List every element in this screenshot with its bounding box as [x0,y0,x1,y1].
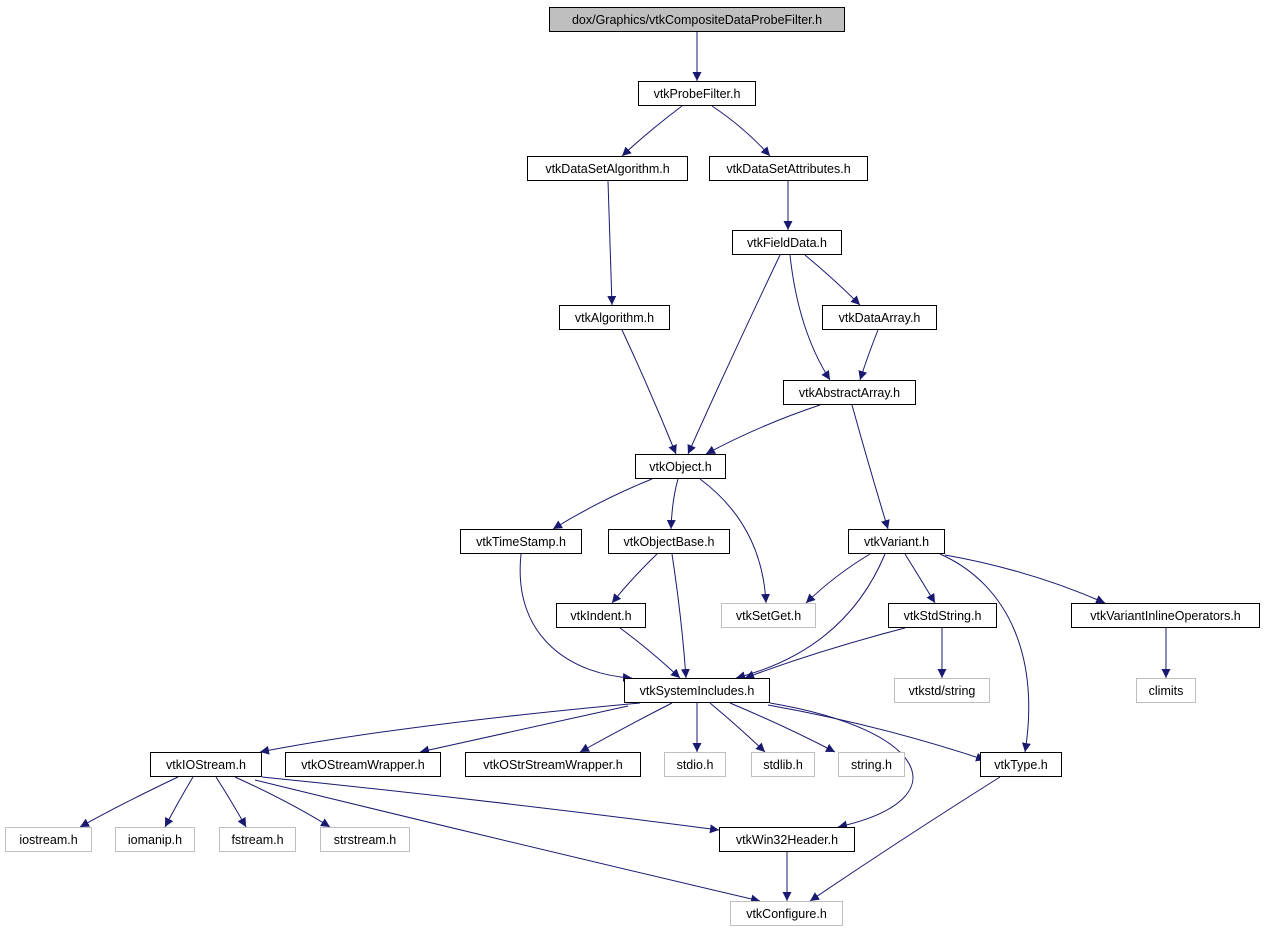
edge-n12-n26 [939,553,1031,753]
node-vtktype-h[interactable]: vtkType.h [980,752,1062,777]
node-vtkabstractarray-h[interactable]: vtkAbstractArray.h [783,380,916,405]
edge-n12-n16 [944,554,1106,604]
edge-n9-n10 [552,478,653,530]
node-vtkstdstring-h[interactable]: vtkStdString.h [888,603,997,628]
node-vtkobject-h[interactable]: vtkObject.h [635,454,726,479]
node-vtkconfigure-h: vtkConfigure.h [730,901,843,926]
node-vtkprobefilter-h[interactable]: vtkProbeFilter.h [638,81,756,106]
node-string-h: string.h [838,752,905,777]
edge-n20-n28 [164,776,194,828]
node-stdlib-h: stdlib.h [751,752,815,777]
edge-n5-n9 [687,254,781,455]
edge-n15-n17 [744,627,906,680]
edge-n8-n12 [851,404,890,530]
edge-n12-n17 [735,553,886,681]
edge-n12-n14 [805,553,871,604]
node-fstream-h: fstream.h [219,827,296,852]
edge-n2-n4 [711,105,771,157]
edge-n6-n9 [621,329,677,455]
node-vtktimestamp-h[interactable]: vtkTimeStamp.h [460,529,582,554]
node-vtkostreamwrapper-h[interactable]: vtkOStreamWrapper.h [285,752,441,777]
node-vtkfielddata-h[interactable]: vtkFieldData.h [732,230,842,255]
edge-n17-n31 [769,702,914,830]
edge-n10-n17 [519,553,633,683]
node-dox-graphics-vtkcompositedataprobefilter-h: dox/Graphics/vtkCompositeDataProbeFilter… [549,7,845,32]
node-vtksetget-h: vtkSetGet.h [721,603,816,628]
edge-n20-n29 [215,776,247,828]
node-iostream-h: iostream.h [5,827,92,852]
node-vtkalgorithm-h[interactable]: vtkAlgorithm.h [559,305,670,330]
node-strstream-h: strstream.h [320,827,410,852]
node-iomanip-h: iomanip.h [115,827,195,852]
edge-n20-n30 [234,776,331,828]
node-vtkobjectbase-h[interactable]: vtkObjectBase.h [608,529,730,554]
node-vtkindent-h[interactable]: vtkIndent.h [556,603,646,628]
edge-n7-n8 [858,329,879,381]
edge-n9-n11 [666,478,679,530]
edge-n20-n31 [261,776,720,834]
edge-n17-n26 [767,704,986,762]
edge-n3-n6 [607,180,617,306]
edge-n5-n8 [789,254,831,381]
node-vtkvariantinlineoperators-h[interactable]: vtkVariantInlineOperators.h [1071,603,1260,628]
node-vtkostrstreamwrapper-h[interactable]: vtkOStrStreamWrapper.h [465,752,641,777]
node-vtkdatasetalgorithm-h[interactable]: vtkDataSetAlgorithm.h [527,156,688,181]
edge-n17-n25 [729,702,836,753]
node-vtkdataarray-h[interactable]: vtkDataArray.h [822,305,937,330]
edge-n20-n32 [254,779,761,904]
node-stdio-h: stdio.h [664,752,726,777]
node-vtkdatasetattributes-h[interactable]: vtkDataSetAttributes.h [709,156,868,181]
edge-n26-n32 [809,776,1001,902]
edge-n12-n15 [904,553,936,604]
node-vtksystemincludes-h[interactable]: vtkSystemIncludes.h [624,678,770,703]
edge-n5-n7 [804,254,861,306]
edge-n13-n17 [619,627,681,679]
node-vtkwin32header-h[interactable]: vtkWin32Header.h [719,827,855,852]
node-vtkvariant-h[interactable]: vtkVariant.h [848,529,945,554]
edge-n17-n20 [259,702,641,755]
edge-n20-n27 [79,776,179,828]
node-climits: climits [1136,678,1196,703]
node-vtkstd-string: vtkstd/string [894,678,990,703]
edge-n11-n13 [611,553,658,604]
edge-n11-n17 [671,553,690,679]
edge-n8-n9 [705,404,821,455]
edge-n17-n22 [579,702,673,753]
edge-n17-n21 [419,705,629,755]
edge-n9-n14 [699,478,771,604]
edge-n2-n3 [621,105,683,157]
edge-n17-n24 [709,702,766,753]
node-vtkiostream-h[interactable]: vtkIOStream.h [150,752,262,777]
